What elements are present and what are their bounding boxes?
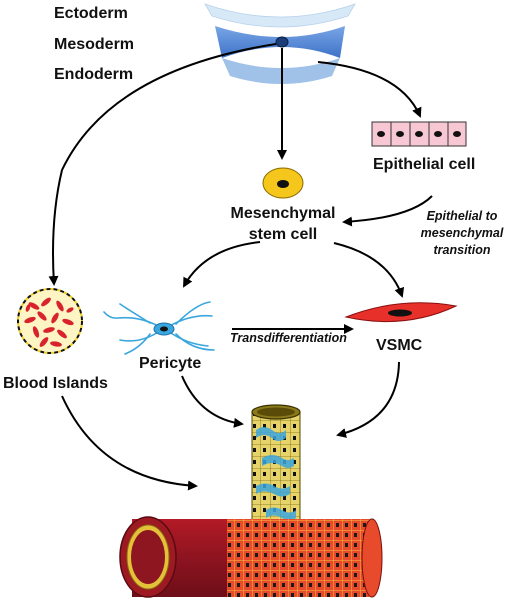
blood-islands-label: Blood Islands [3, 375, 108, 392]
msc-label-line2: stem cell [248, 226, 318, 243]
msc-label-line1: Mesenchymal [230, 205, 336, 222]
vessel-vertical-graphic [251, 404, 301, 531]
arrow-msc-to-pericyte [183, 241, 261, 288]
blood-island-graphic [17, 288, 83, 354]
arrow-epithelial-to-msc [342, 195, 433, 227]
vsmc-graphic [344, 302, 458, 323]
pericyte-label: Pericyte [139, 355, 202, 372]
germ-layers-graphic [204, 3, 356, 84]
emt-label-line2: mesenchymal [420, 226, 504, 240]
arrow-blood-islands-to-vessel [61, 395, 198, 491]
transdifferentiation-label: Transdifferentiation [230, 331, 347, 345]
arrow-pericyte-to-vessel [181, 375, 244, 428]
arrow-msc-to-vsmc [333, 242, 405, 298]
emt-label-line3: transition [433, 243, 491, 257]
mesoderm-label: Mesoderm [54, 36, 135, 53]
arrows [48, 43, 433, 491]
arrow-mesoderm-to-blood-islands [48, 43, 277, 286]
msc-cell-graphic [262, 167, 304, 199]
vessel-horizontal-graphic [119, 516, 383, 598]
arrow-endoderm-to-epithelial [317, 61, 422, 118]
ectoderm-layer [204, 3, 356, 28]
arrow-vsmc-to-vessel [336, 361, 400, 438]
vsmc-label: VSMC [376, 337, 423, 354]
emt-label-line1: Epithelial to [426, 209, 498, 223]
pericyte-graphic [103, 301, 215, 355]
endoderm-label: Endoderm [54, 66, 134, 83]
epithelial-cell-label: Epithelial cell [373, 156, 476, 173]
origin-node [275, 36, 289, 48]
ectoderm-label: Ectoderm [54, 5, 128, 22]
epithelial-cells-graphic [371, 121, 467, 147]
